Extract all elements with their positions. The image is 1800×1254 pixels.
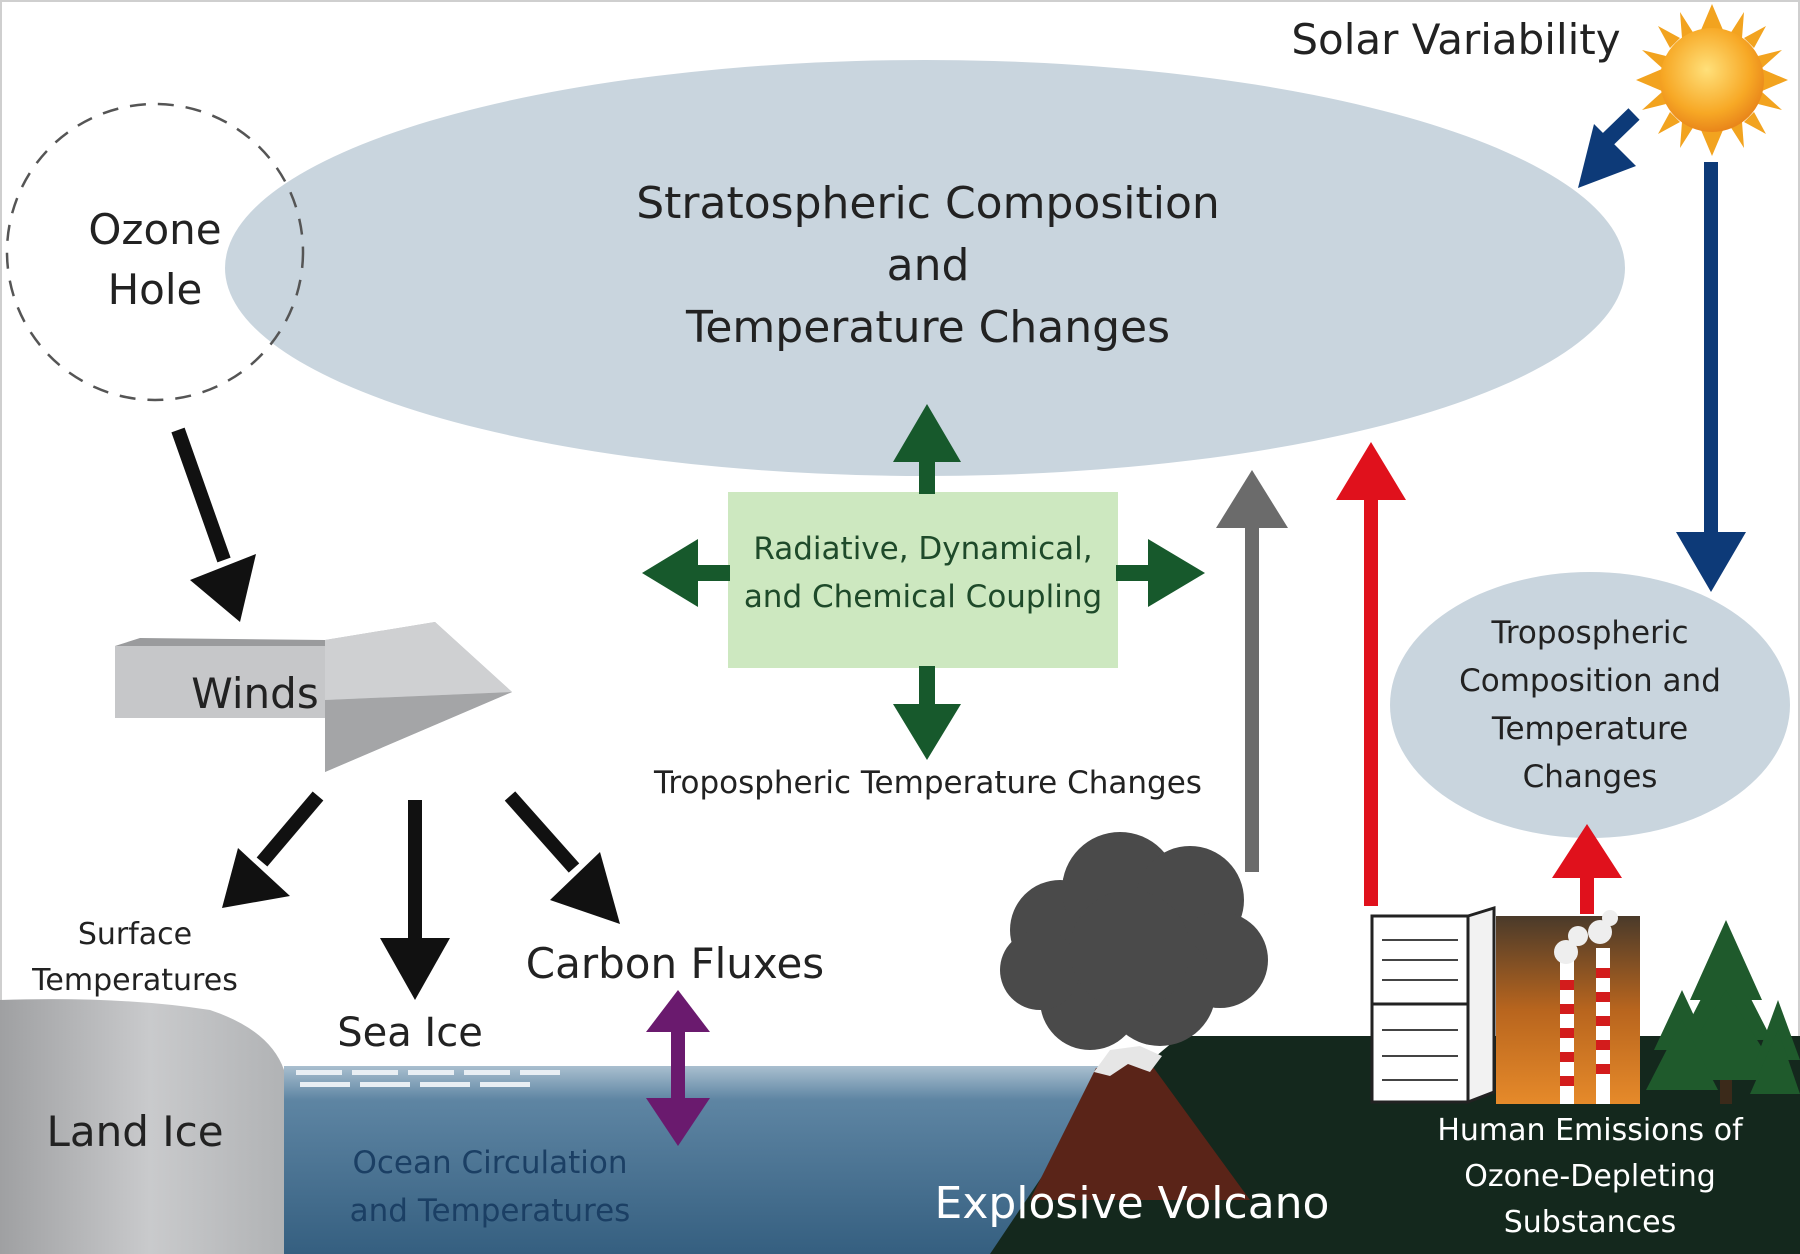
volcano-arrow: [1216, 470, 1288, 872]
stratosphere-label-line1: Stratospheric Composition: [636, 178, 1220, 229]
refrigerator-icon: [1370, 905, 1496, 1105]
troposphere-ellipse: [1390, 572, 1790, 838]
human-emissions-line1: Human Emissions of: [1437, 1113, 1743, 1148]
ocean-label-line1: Ocean Circulation: [352, 1145, 628, 1181]
sea-ice-label: Sea Ice: [337, 1010, 483, 1056]
pine-tree-icon: [1646, 920, 1800, 1104]
stratosphere-label-line2: and: [886, 240, 970, 291]
human-emissions-arrow-trop: [1552, 824, 1622, 914]
stratosphere-label-line3: Temperature Changes: [685, 302, 1171, 353]
ozone-to-winds-arrow: [171, 427, 256, 622]
troposphere-label-line2: Composition and: [1459, 663, 1721, 699]
ocean-shape: [284, 1066, 1120, 1254]
surface-temperatures-line2: Temperatures: [32, 963, 238, 998]
human-emissions-arrow-strat: [1336, 442, 1406, 906]
explosive-volcano-label: Explosive Volcano: [934, 1178, 1330, 1229]
ozone-hole-label-line2: Hole: [107, 265, 203, 314]
smokestack-icon: [1496, 910, 1640, 1104]
land-ice-label: Land Ice: [46, 1107, 224, 1156]
troposphere-label-line3: Temperature: [1491, 711, 1689, 747]
coupling-label-line2: and Chemical Coupling: [743, 579, 1103, 615]
winds-label: Winds: [191, 669, 319, 718]
ozone-hole-label-line1: Ozone: [88, 205, 222, 254]
sun-icon: [1636, 4, 1788, 156]
surface-temperatures-line1: Surface: [77, 917, 193, 952]
human-emissions-line3: Substances: [1503, 1205, 1677, 1240]
wind-arrow-icon: [115, 622, 512, 772]
human-emissions-line2: Ozone-Depleting: [1464, 1159, 1716, 1194]
volcano-icon: [1000, 832, 1268, 1200]
troposphere-label-line1: Tropospheric: [1491, 615, 1689, 651]
solar-variability-label: Solar Variability: [1291, 15, 1621, 64]
tropospheric-temperature-label: Tropospheric Temperature Changes: [654, 765, 1202, 801]
winds-down-arrows: [222, 791, 620, 1000]
ocean-label-line2: and Temperatures: [349, 1193, 631, 1229]
coupling-box: [728, 492, 1118, 668]
coupling-label-line1: Radiative, Dynamical,: [753, 531, 1093, 567]
troposphere-label-line4: Changes: [1522, 759, 1658, 795]
land-ice-shape: [0, 999, 300, 1254]
coupling-arrows: [642, 404, 1205, 760]
sea-ice-floes: [296, 1070, 560, 1087]
carbon-fluxes-label: Carbon Fluxes: [525, 939, 825, 988]
ozone-hole-circle: [5, 102, 305, 402]
carbon-flux-arrow: [646, 990, 710, 1146]
stratosphere-ellipse: [225, 60, 1625, 476]
solar-arrows: [1578, 108, 1746, 592]
